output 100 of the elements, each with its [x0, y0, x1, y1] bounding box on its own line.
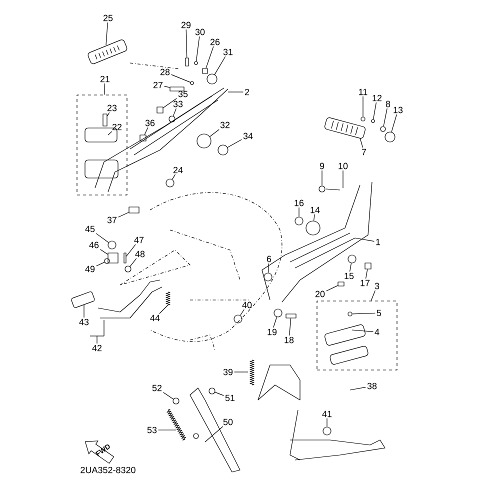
leader-line: [96, 336, 98, 344]
callout-number: 2: [244, 88, 250, 96]
bolt: [185, 58, 189, 66]
callout-number: 28: [160, 68, 170, 76]
callout-number: 1: [376, 238, 380, 246]
callout-number: 41: [322, 410, 332, 418]
callout-number: 33: [173, 100, 183, 108]
washer: [322, 426, 332, 436]
callout-number: 8: [386, 100, 390, 108]
leader-line: [352, 312, 376, 314]
callout-number: 46: [89, 242, 99, 248]
callout-number: 7: [362, 148, 366, 156]
leader-line: [298, 207, 300, 217]
leader-line: [196, 36, 200, 62]
leader-line: [360, 138, 364, 148]
callout-number: 44: [150, 314, 160, 322]
washer: [274, 308, 282, 318]
callout-number: 17: [360, 280, 370, 286]
callout-number: 42: [92, 344, 102, 352]
callout-number: 5: [376, 310, 382, 316]
leader-line: [326, 285, 338, 292]
callout-number: 34: [243, 132, 253, 140]
bolt: [202, 68, 208, 74]
leader-line: [383, 108, 388, 127]
callout-number: 53: [147, 426, 157, 434]
callout-number: 11: [359, 88, 368, 96]
washer: [168, 116, 176, 122]
leader-line: [352, 330, 374, 332]
washer: [371, 119, 375, 123]
callout-number: 15: [344, 272, 354, 280]
leader-line: [171, 74, 191, 83]
leader-line: [126, 244, 136, 257]
washer: [380, 126, 386, 132]
leader-line: [164, 86, 170, 88]
leader-line: [108, 131, 112, 136]
callout-number: 6: [266, 256, 272, 262]
bolt: [364, 262, 372, 270]
washer: [360, 116, 366, 122]
callout-number: 39: [223, 368, 233, 376]
callout-number: 52: [152, 384, 162, 392]
leader-line: [370, 290, 376, 301]
callout-number: 25: [103, 14, 113, 22]
callout-number: 3: [374, 282, 380, 290]
leader-line: [214, 392, 224, 396]
washer: [124, 266, 132, 272]
bolt: [108, 252, 118, 264]
leader-line: [240, 309, 244, 316]
leader-line: [96, 262, 105, 266]
leader-line: [273, 316, 277, 328]
leader-line: [118, 212, 129, 218]
washer: [190, 81, 194, 85]
callout-number: 26: [210, 38, 220, 46]
washer: [384, 132, 396, 142]
washer: [264, 272, 272, 282]
callout-number: 9: [320, 162, 324, 170]
bolt: [102, 114, 108, 126]
callout-number: 14: [310, 206, 320, 214]
callout-number: 22: [112, 124, 122, 130]
callout-number: 45: [85, 226, 95, 232]
callout-number: 37: [107, 216, 117, 224]
callout-number: 38: [367, 382, 377, 390]
bolt: [124, 252, 126, 264]
callout-number: 48: [135, 250, 145, 258]
leader-line: [362, 96, 364, 117]
bolt: [338, 282, 344, 286]
leader-line: [144, 127, 148, 135]
callout-number: 19: [268, 328, 277, 336]
leader-line: [107, 112, 110, 116]
part-code: 2UA352-8320: [80, 466, 136, 474]
washer: [294, 216, 304, 226]
leader-line: [130, 258, 137, 267]
bolt: [156, 106, 164, 114]
callout-number: 49: [85, 266, 95, 272]
leader-line: [96, 233, 109, 243]
washer: [318, 186, 326, 192]
callout-number: 51: [225, 394, 235, 402]
washer: [108, 240, 116, 250]
callout-number: 12: [372, 94, 382, 102]
bolt: [170, 86, 184, 92]
leader-line: [289, 318, 292, 336]
leader-line: [172, 174, 176, 180]
leader-line: [342, 170, 344, 188]
leader-line: [163, 392, 174, 400]
callout-number: 16: [294, 200, 304, 206]
dashed-group-box: [316, 300, 398, 370]
callout-number: 30: [195, 28, 205, 36]
callout-number: 29: [181, 22, 191, 28]
leader-line: [350, 386, 366, 390]
washer: [196, 134, 212, 148]
bolt: [140, 134, 146, 142]
leader-line: [206, 46, 214, 68]
leader-line: [104, 83, 106, 95]
callout-number: 47: [134, 236, 144, 244]
callout-number: 43: [79, 318, 89, 326]
washer: [206, 74, 218, 84]
leader-line: [365, 269, 368, 279]
washer: [166, 178, 174, 188]
callout-number: 35: [178, 90, 188, 98]
leader-line: [326, 418, 328, 427]
callout-number: 24: [173, 166, 183, 174]
